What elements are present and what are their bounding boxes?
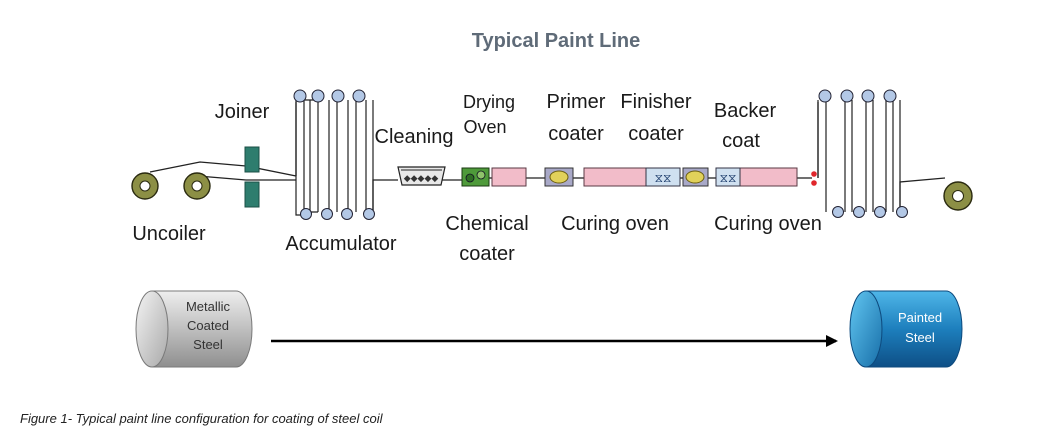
exit-accumulator-rollers: [818, 89, 908, 218]
label-primer-coater: coater: [548, 123, 604, 145]
input-cylinder: Metallic Coated Steel: [135, 290, 253, 368]
label-primer: Primer: [547, 91, 606, 113]
output-cylinder: Painted Steel: [849, 290, 963, 368]
label-chemical: Chemical: [445, 213, 528, 235]
label-backer: Backer: [714, 100, 777, 122]
label-finisher-coater: coater: [628, 123, 684, 145]
cleaning-tank: ◆◆◆◆◆: [397, 166, 446, 186]
joiner-unit: [244, 146, 260, 208]
uncoiler-coil-1: [131, 172, 159, 200]
label-curing-oven-1: Curing oven: [561, 213, 669, 235]
input-cylinder-line3: Steel: [193, 337, 223, 352]
figure-caption: Figure 1- Typical paint line configurati…: [20, 411, 384, 426]
label-joiner: Joiner: [215, 101, 270, 123]
label-chemical-coater: coater: [459, 243, 515, 265]
label-drying: Drying: [463, 92, 515, 112]
exit-marker-dots: [811, 171, 817, 186]
exit-accumulator: [817, 100, 901, 212]
svg-text:◆◆◆◆◆: ◆◆◆◆◆: [404, 173, 439, 183]
recoiler-coil: [943, 181, 973, 211]
svg-text:⧖⧖: ⧖⧖: [720, 171, 737, 185]
entry-accumulator: [295, 99, 374, 216]
input-cylinder-line2: Coated: [187, 318, 229, 333]
curing-oven-1: ⧖⧖: [583, 167, 681, 187]
entry-accumulator-rollers: [293, 89, 375, 220]
label-oven: Oven: [463, 117, 506, 137]
svg-text:⧖⧖: ⧖⧖: [655, 171, 672, 185]
label-cleaning: Cleaning: [375, 126, 454, 148]
label-uncoiler: Uncoiler: [132, 223, 206, 245]
finisher-coater: [682, 167, 709, 187]
chemical-coater: [461, 167, 490, 187]
curing-oven-2: ⧖⧖: [715, 167, 798, 187]
input-cylinder-line1: Metallic: [186, 299, 231, 314]
label-backer-coat: coat: [722, 130, 760, 152]
primer-coater: [544, 167, 574, 187]
output-cylinder-line2: Steel: [905, 330, 935, 345]
diagram-title: Typical Paint Line: [472, 30, 641, 52]
drying-oven: [491, 167, 527, 187]
label-accumulator: Accumulator: [285, 233, 396, 255]
output-cylinder-line1: Painted: [898, 310, 942, 325]
label-finisher: Finisher: [620, 91, 691, 113]
label-curing-oven-2: Curing oven: [714, 213, 822, 235]
uncoiler-coil-2: [183, 172, 211, 200]
